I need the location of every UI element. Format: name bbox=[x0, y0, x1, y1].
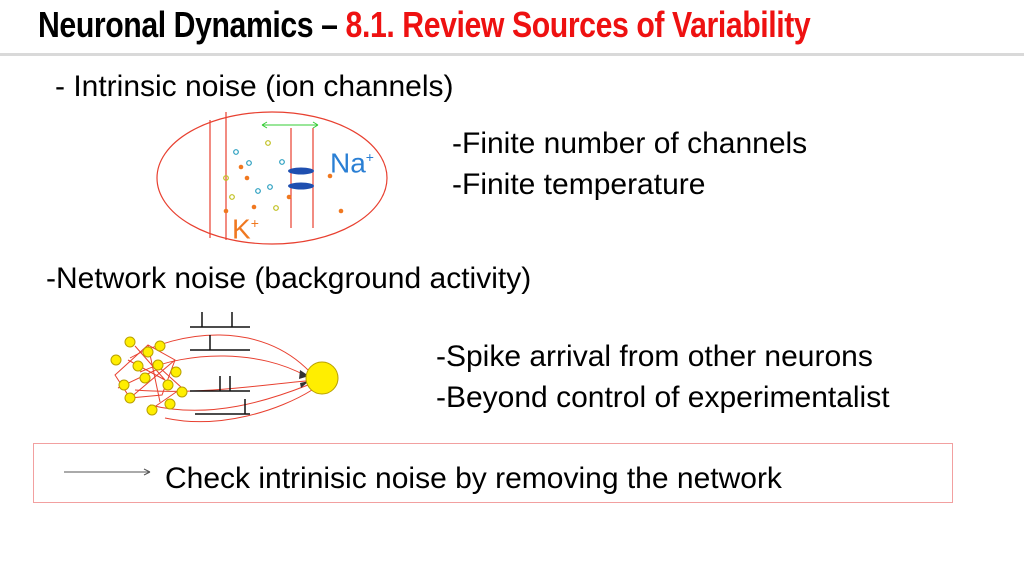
intrinsic-bullet: -Finite number of channels bbox=[452, 127, 808, 160]
potassium-ion bbox=[327, 173, 333, 179]
sodium-label: Na+ bbox=[330, 147, 374, 179]
title-main: Neuronal Dynamics – bbox=[38, 4, 346, 45]
arrow-icon bbox=[143, 468, 151, 476]
sodium-ion bbox=[279, 159, 285, 165]
sodium-ion bbox=[267, 184, 273, 190]
sodium-ion bbox=[229, 194, 235, 200]
conclusion-text: Check intrinisic noise by removing the n… bbox=[165, 462, 782, 495]
potassium-ion bbox=[238, 164, 244, 170]
network-heading: -Network noise (background activity) bbox=[46, 262, 532, 295]
potassium-ion bbox=[244, 175, 250, 181]
title-bar: Neuronal Dynamics – 8.1. Review Sources … bbox=[0, 0, 1024, 56]
potassium-ion bbox=[338, 208, 344, 214]
intrinsic-bullet: -Finite temperature bbox=[452, 168, 706, 201]
potassium-ion bbox=[223, 208, 229, 214]
spike-trains bbox=[190, 312, 250, 415]
channel-pore-bottom bbox=[288, 182, 314, 190]
sodium-ion bbox=[223, 175, 229, 181]
target-neuron bbox=[305, 361, 339, 395]
channel-pore-top bbox=[288, 167, 314, 175]
potassium-ion bbox=[251, 204, 257, 210]
network-bullet: -Spike arrival from other neurons bbox=[436, 340, 873, 373]
title-subtitle: 8.1. Review Sources of Variability bbox=[345, 4, 811, 45]
potassium-ion bbox=[286, 194, 292, 200]
slide-title: Neuronal Dynamics – 8.1. Review Sources … bbox=[38, 4, 811, 46]
sodium-ion bbox=[265, 140, 271, 146]
sodium-ion bbox=[246, 160, 252, 166]
cell-outline bbox=[156, 111, 388, 245]
potassium-label: K+ bbox=[232, 213, 259, 245]
network-bullet: -Beyond control of experimentalist bbox=[436, 381, 890, 414]
sodium-ion bbox=[273, 205, 279, 211]
width-marker-arrows bbox=[261, 121, 319, 129]
sodium-ion bbox=[255, 188, 261, 194]
conclusion-box bbox=[33, 443, 953, 503]
sodium-ion bbox=[233, 149, 239, 155]
intrinsic-heading: - Intrinsic noise (ion channels) bbox=[55, 70, 454, 103]
